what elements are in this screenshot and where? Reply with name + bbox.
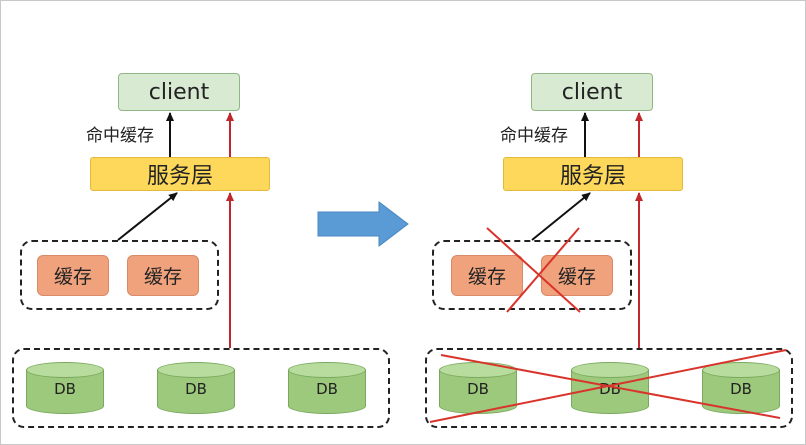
left-arrow-cache-to-service	[117, 192, 178, 241]
right-client-box: client	[531, 73, 653, 111]
left-hit-cache-label: 命中缓存	[86, 126, 154, 146]
left-cache-group	[20, 240, 219, 310]
left-db-3-label: DB	[316, 380, 338, 398]
right-db-3-label: DB	[730, 380, 752, 398]
transition-arrow-icon	[317, 200, 409, 248]
left-db-1: DB	[26, 362, 104, 414]
right-db-1-label: DB	[467, 380, 489, 398]
right-db-3: DB	[702, 362, 780, 414]
left-db-3: DB	[288, 362, 366, 414]
left-db-2-label: DB	[185, 380, 207, 398]
left-cache-1-label: 缓存	[53, 266, 92, 288]
right-cache-group	[432, 240, 632, 310]
left-db-2: DB	[157, 362, 235, 414]
left-cache-1: 缓存	[37, 255, 109, 296]
right-cache-1-label: 缓存	[467, 266, 506, 288]
right-cache-2-label: 缓存	[557, 266, 596, 288]
cache-cross-icon	[486, 227, 581, 313]
left-cache-2: 缓存	[127, 255, 199, 296]
right-service-layer-box: 服务层	[503, 157, 683, 191]
right-service-layer-label: 服务层	[559, 164, 626, 189]
right-hit-cache-label: 命中缓存	[500, 126, 568, 146]
left-service-layer-box: 服务层	[90, 157, 270, 191]
db-cross-icon	[429, 349, 787, 423]
right-db-2: DB	[571, 362, 649, 414]
left-client-box: client	[118, 73, 240, 111]
left-cache-2-label: 缓存	[143, 266, 182, 288]
right-cache-2: 缓存	[541, 255, 613, 296]
left-service-layer-label: 服务层	[146, 164, 213, 189]
left-db-group	[12, 348, 390, 428]
left-db-1-label: DB	[54, 380, 76, 398]
right-db-group	[425, 348, 793, 428]
right-cache-1: 缓存	[451, 255, 523, 296]
right-client-label: client	[561, 79, 623, 105]
right-arrow-cache-to-service	[531, 192, 591, 241]
left-client-label: client	[148, 79, 210, 105]
